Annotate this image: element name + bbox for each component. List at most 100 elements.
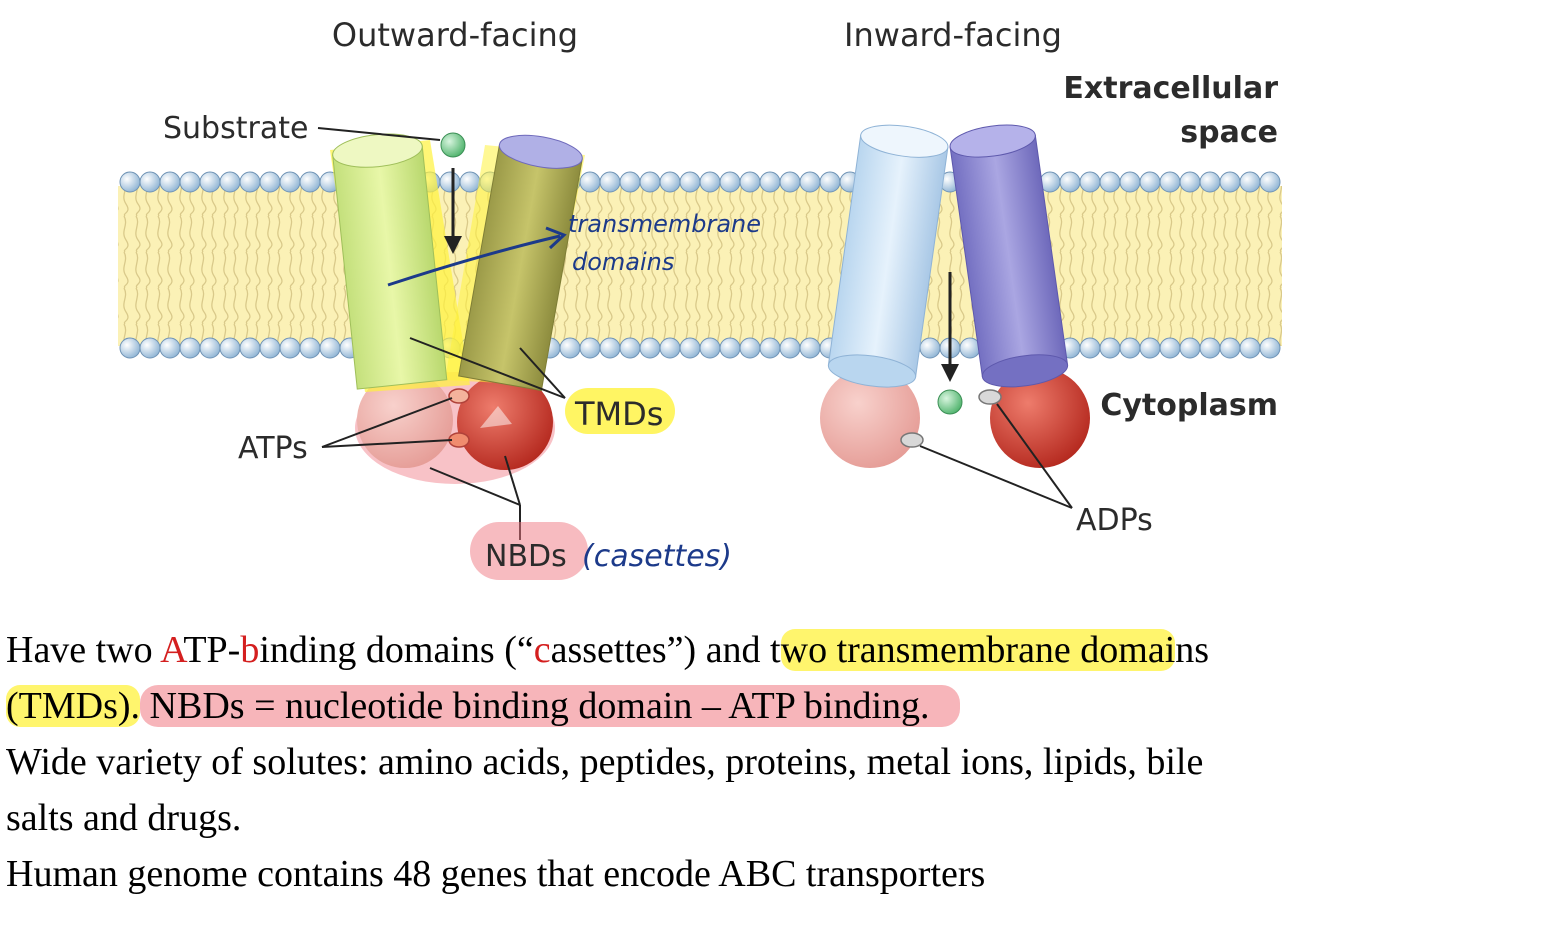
lipid-head <box>459 171 481 193</box>
red-letter-b: b <box>240 629 260 671</box>
notes-line-5: Human genome contains 48 genes that enco… <box>6 853 986 895</box>
lipid-head <box>119 337 141 359</box>
notes-text: Have two ATP-binding domains (“cassettes… <box>6 622 1546 902</box>
abc-transporter-diagram: Outward-facing Inward-facing Extracellul… <box>118 16 1282 580</box>
tmds-highlight <box>565 388 675 434</box>
lipid-head <box>799 337 821 359</box>
lipid-head <box>179 171 201 193</box>
lipid-head <box>1239 337 1261 359</box>
lipid-head <box>639 171 661 193</box>
lipid-head <box>1259 337 1281 359</box>
lipid-head <box>1179 171 1201 193</box>
outward-facing-header: Outward-facing <box>332 16 578 54</box>
lipid-head <box>1199 337 1221 359</box>
lipid-head <box>619 337 641 359</box>
lipid-head <box>259 337 281 359</box>
lipid-head <box>139 171 161 193</box>
lipid-head <box>719 337 741 359</box>
lipid-head <box>599 337 621 359</box>
transmembrane-annotation-line2: domains <box>572 248 674 276</box>
lipid-head <box>1059 171 1081 193</box>
nbds-label: NBDs <box>485 539 567 574</box>
red-letter-c: c <box>533 629 551 671</box>
lipid-head <box>679 171 701 193</box>
lipid-head <box>639 337 661 359</box>
lipid-head <box>779 337 801 359</box>
extracellular-label-line2: space <box>1180 115 1278 150</box>
lipid-head <box>579 337 601 359</box>
lipid-head <box>219 337 241 359</box>
lipid-head <box>1119 337 1141 359</box>
lipid-head <box>559 337 581 359</box>
lipid-head <box>199 337 221 359</box>
lipid-head <box>119 171 141 193</box>
lipid-head <box>579 171 601 193</box>
tmd-right-inward <box>949 124 1069 388</box>
substrate-inward <box>937 389 963 415</box>
lipid-head <box>1179 337 1201 359</box>
lipid-head <box>1139 337 1161 359</box>
lipid-head <box>299 337 321 359</box>
lipid-head <box>719 171 741 193</box>
lipid-head <box>1119 171 1141 193</box>
lipid-head <box>1159 337 1181 359</box>
arrow-down-icon <box>941 364 959 382</box>
cytoplasm-label: Cytoplasm <box>1100 388 1278 423</box>
lipid-head <box>319 337 341 359</box>
tmds-label: TMDs <box>574 395 663 433</box>
lipid-head <box>659 337 681 359</box>
lipid-head <box>1159 171 1181 193</box>
lipid-head <box>759 337 781 359</box>
highlight-tmds: (TMDs). <box>6 685 141 727</box>
lipid-head <box>239 337 261 359</box>
lipid-head <box>679 337 701 359</box>
lipid-head <box>299 171 321 193</box>
lipid-bilayer <box>118 171 1282 359</box>
inward-transporter <box>820 124 1090 468</box>
lipid-head <box>739 171 761 193</box>
transmembrane-annotation-line1: transmembrane <box>568 210 761 238</box>
lipid-head <box>699 337 721 359</box>
extracellular-label-line1: Extracellular <box>1063 71 1278 106</box>
lipid-head <box>699 171 721 193</box>
substrate-label: Substrate <box>163 111 308 146</box>
lipid-head <box>1219 337 1241 359</box>
leader-lines <box>317 127 1073 540</box>
lipid-head <box>179 337 201 359</box>
lipid-head <box>799 171 821 193</box>
notes-line-4: salts and drugs. <box>6 797 242 839</box>
adp-right <box>978 389 1002 405</box>
lipid-head <box>599 171 621 193</box>
lipid-head <box>1099 337 1121 359</box>
lipid-head <box>1139 171 1161 193</box>
highlight-two-transmembrane-domains: wo transmembrane domai <box>780 629 1176 671</box>
lipid-head <box>259 171 281 193</box>
lipid-head <box>279 171 301 193</box>
lipid-head <box>439 171 461 193</box>
tmd-left-outward <box>332 133 448 390</box>
lipid-head <box>619 171 641 193</box>
nbd-left-inward <box>820 368 920 468</box>
lipid-head <box>219 171 241 193</box>
tmd-left-inward <box>827 124 949 388</box>
lipid-head <box>159 171 181 193</box>
substrate-outward <box>440 132 466 158</box>
tmd-right-outward <box>458 134 583 392</box>
adp-left <box>900 432 924 448</box>
lipid-head <box>759 171 781 193</box>
highlight-nbds-definition: NBDs = nucleotide binding domain – ATP b… <box>140 685 960 727</box>
outward-transporter <box>330 132 585 484</box>
lipid-head <box>279 337 301 359</box>
lipid-head <box>159 337 181 359</box>
lipid-head <box>1239 171 1261 193</box>
lipid-head <box>1219 171 1241 193</box>
red-letter-a: A <box>160 629 184 671</box>
lipid-head <box>1099 171 1121 193</box>
lipid-head <box>659 171 681 193</box>
notes-line-3: Wide variety of solutes: amino acids, pe… <box>6 741 1204 783</box>
lipid-head <box>819 171 841 193</box>
nbd-right-inward <box>990 368 1090 468</box>
atps-label: ATPs <box>238 431 308 466</box>
lipid-head <box>1079 337 1101 359</box>
lipid-head <box>779 171 801 193</box>
